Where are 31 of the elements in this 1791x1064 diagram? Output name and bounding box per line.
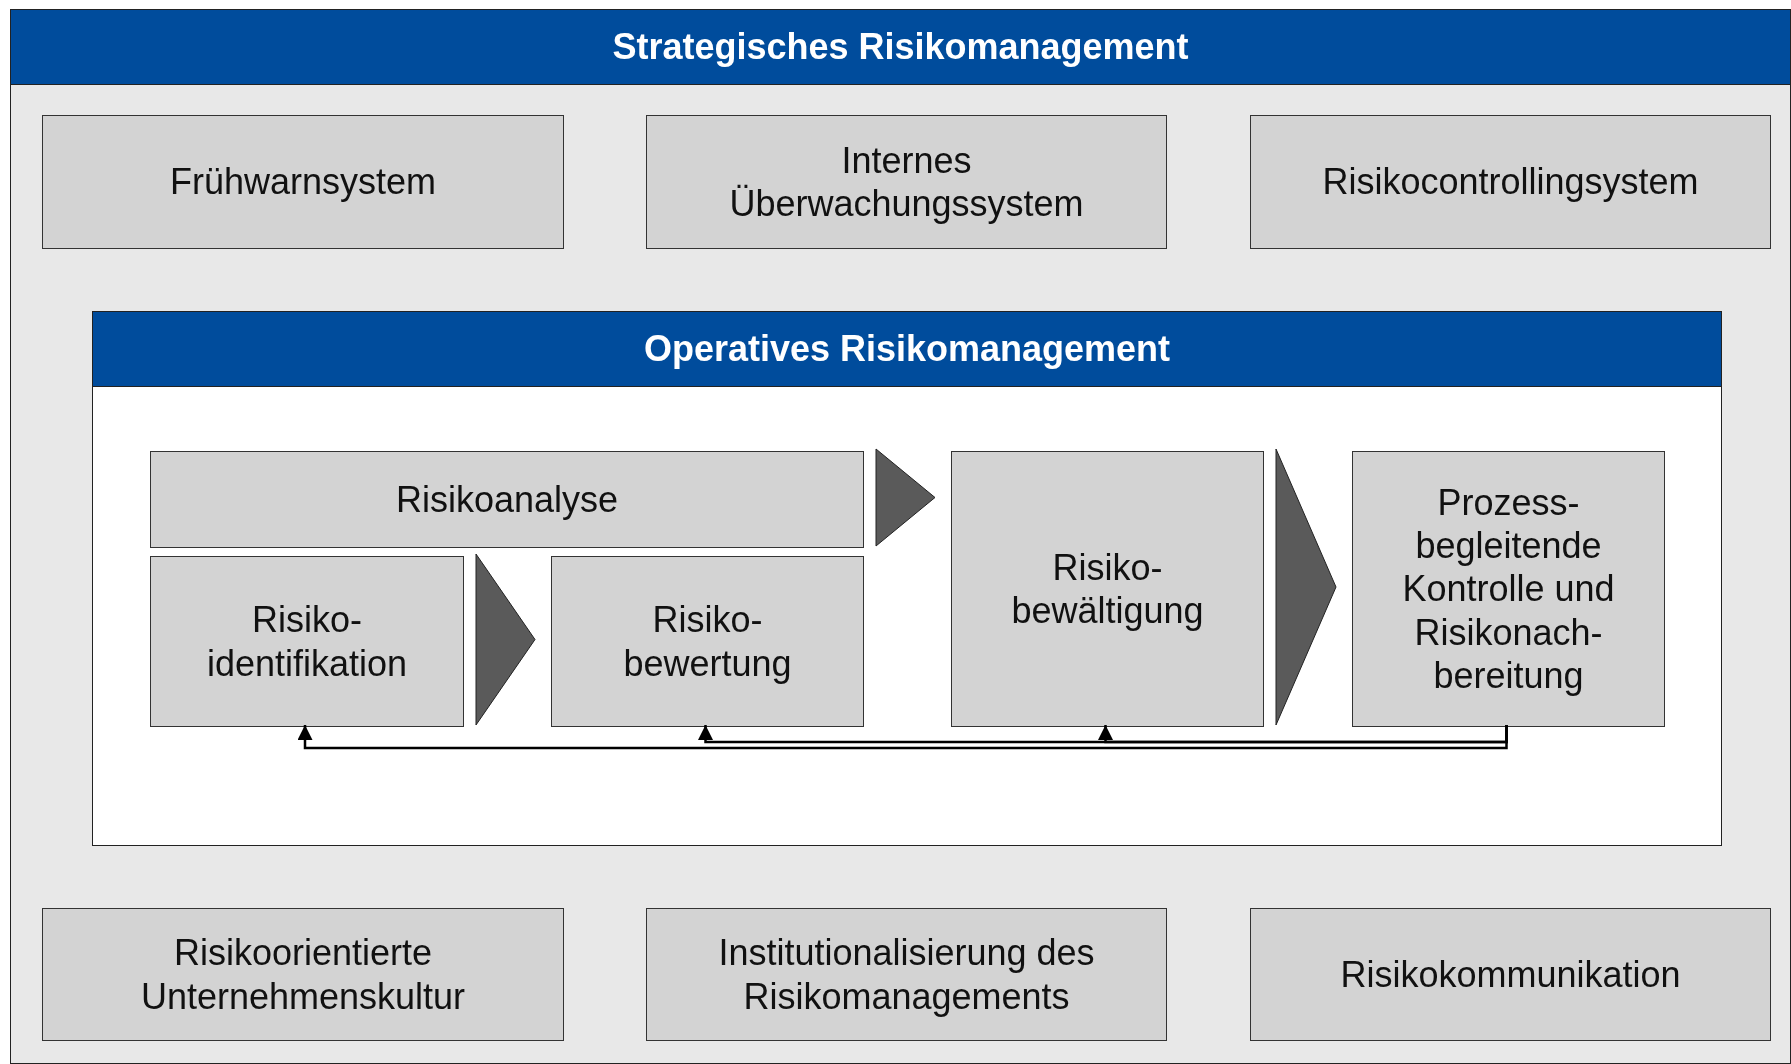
process-box: [150, 451, 864, 548]
panel: [10, 9, 1791, 1064]
process-box: [1250, 908, 1771, 1041]
chevron-arrow: [875, 448, 936, 547]
box-label: Institutionalisierung des Risikomanagements: [717, 931, 1096, 1018]
box-label: Risiko- identifikation: [205, 598, 409, 685]
box-label: Frühwarnsystem: [169, 160, 437, 204]
panel: [92, 311, 1722, 846]
feedback-arrow: [297, 725, 1508, 750]
process-box: [150, 556, 464, 727]
panel-title: Strategisches Risikomanagement: [612, 25, 1189, 69]
box-label: Risikoanalyse: [395, 477, 619, 522]
box-label: Internes Überwachungssystem: [728, 138, 1085, 226]
process-box: [951, 451, 1264, 727]
chevron-arrow: [1275, 448, 1337, 726]
box-label: Risikoorientierte Unternehmenskultur: [139, 931, 467, 1018]
process-box: [1250, 115, 1771, 249]
box-label: Risikokommunikation: [1340, 952, 1681, 997]
panel-title: Operatives Risikomanagement: [643, 327, 1171, 371]
process-box: [42, 908, 564, 1041]
box-label: Risiko- bewertung: [622, 598, 793, 685]
process-box: [551, 556, 864, 727]
process-box: [646, 115, 1167, 249]
process-box: [42, 115, 564, 249]
process-box: [646, 908, 1167, 1041]
chevron-arrow: [475, 553, 536, 726]
feedback-arrow: [1098, 725, 1508, 744]
box-label: Risiko- bewältigung: [1010, 545, 1205, 633]
process-box: [1352, 451, 1665, 727]
box-label: Risikocontrollingsystem: [1322, 160, 1699, 204]
box-label: Prozess- begleitende Kontrolle und Risikonach- bereitung: [1401, 481, 1616, 697]
